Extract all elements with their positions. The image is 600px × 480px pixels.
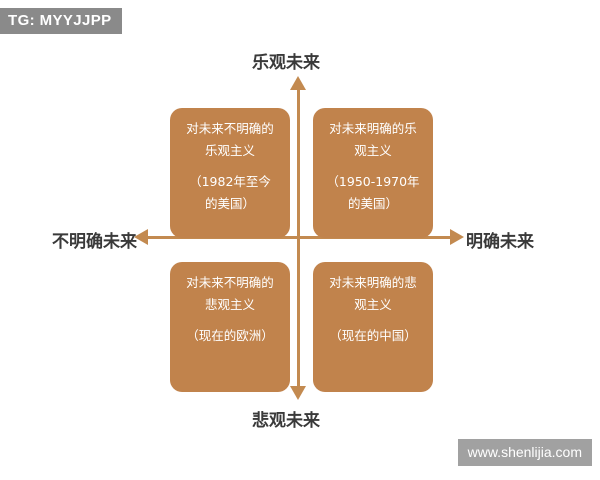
quadrant-top-right-note-line1: （1950-1970年	[326, 173, 420, 189]
spacer	[176, 316, 284, 325]
quadrant-top-right-note-line2: 的美国）	[347, 195, 398, 211]
quadrant-bottom-right-title-line1: 对未来明确的悲	[329, 275, 417, 290]
quadrant-bottom-left: 对未来不明确的 悲观主义 （现在的欧洲）	[170, 262, 290, 392]
arrow-down-icon	[290, 386, 306, 400]
axis-label-right: 明确未来	[466, 232, 534, 252]
quadrant-bottom-left-title-line2: 悲观主义	[204, 296, 255, 312]
axis-label-bottom: 悲观未来	[252, 411, 320, 431]
quadrant-bottom-left-title-line1: 对未来不明确的	[186, 275, 274, 290]
arrow-left-icon	[134, 229, 148, 245]
quadrant-bottom-right-note-line1: （现在的中国）	[329, 327, 417, 343]
arrow-up-icon	[290, 76, 306, 90]
quadrant-bottom-right-title-line2: 观主义	[354, 296, 392, 312]
axis-label-left: 不明确未来	[52, 232, 137, 252]
quadrant-bottom-left-note-line1: （现在的欧洲）	[186, 327, 274, 343]
quadrant-top-left: 对未来不明确的 乐观主义 （1982年至今 的美国）	[170, 108, 290, 238]
quadrant-bottom-right: 对未来明确的悲 观主义 （现在的中国）	[313, 262, 433, 392]
telegram-watermark-tag: TG: MYYJJPP	[0, 8, 122, 34]
quadrant-top-right-title-line1: 对未来明确的乐	[329, 121, 417, 136]
quadrant-top-left-note-line2: 的美国）	[204, 195, 255, 211]
horizontal-axis	[148, 236, 452, 239]
spacer	[176, 162, 284, 171]
spacer	[319, 162, 427, 171]
spacer	[319, 316, 427, 325]
quadrant-top-left-title-line2: 乐观主义	[204, 142, 255, 158]
vertical-axis	[297, 88, 300, 388]
quadrant-top-right: 对未来明确的乐 观主义 （1950-1970年 的美国）	[313, 108, 433, 238]
quadrant-top-left-note-line1: （1982年至今	[189, 173, 271, 189]
quadrant-top-left-title-line1: 对未来不明确的	[186, 121, 274, 136]
arrow-right-icon	[450, 229, 464, 245]
site-watermark: www.shenlijia.com	[457, 439, 592, 466]
quadrant-top-right-title-line2: 观主义	[354, 142, 392, 158]
axis-label-top: 乐观未来	[252, 53, 320, 73]
